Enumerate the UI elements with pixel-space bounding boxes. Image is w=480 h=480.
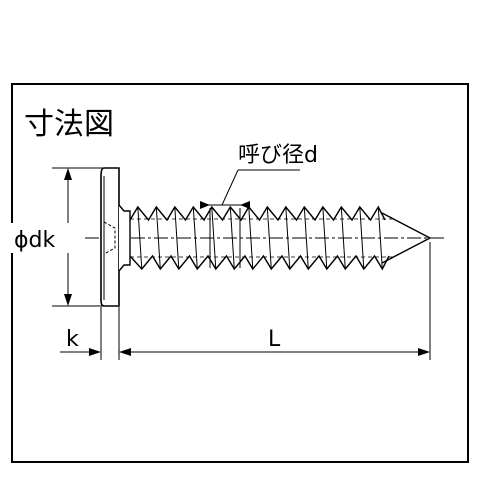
drawing-frame: [11, 83, 469, 463]
dk-arrow-top: [64, 168, 72, 180]
k-label: k: [66, 327, 79, 352]
thread-crest-line: [248, 206, 254, 270]
screw-neck: [118, 204, 131, 272]
thread-crest-line: [192, 206, 198, 270]
l-label: L: [268, 327, 281, 352]
screw-point: [381, 212, 432, 264]
thread-crest-line: [155, 206, 161, 270]
head-recess: [103, 221, 116, 255]
thread-crest-line: [137, 206, 143, 270]
screw-thread: [129, 205, 390, 271]
d-label: 呼び径d: [238, 143, 318, 168]
thread-crest-line: [266, 206, 272, 270]
thread-crest-line: [211, 206, 217, 270]
thread-crest-line: [174, 206, 180, 270]
thread-crest-line: [303, 206, 309, 270]
thread-crest-line: [229, 206, 235, 270]
dk-label-bg: [10, 223, 70, 253]
thread-profile-top: [129, 205, 386, 222]
thread-crest-line: [285, 206, 291, 270]
thread-crest-line: [359, 206, 365, 270]
drawing-title: 寸法図: [24, 107, 114, 142]
dk-arrow-bottom: [64, 294, 72, 306]
screw-head: [100, 167, 120, 307]
d-leader-diagonal: [221, 169, 239, 206]
d-arrow-right: [240, 201, 250, 209]
thread-crest-line: [322, 206, 328, 270]
thread-crest-line: [340, 206, 346, 270]
thread-profile-bottom: [129, 254, 390, 271]
d-arrow-left: [200, 201, 210, 209]
l-arrow-right: [418, 348, 430, 356]
dk-label: ϕdk: [14, 228, 55, 253]
thread-crest-line: [377, 206, 383, 270]
k-arrow-left: [89, 348, 101, 356]
